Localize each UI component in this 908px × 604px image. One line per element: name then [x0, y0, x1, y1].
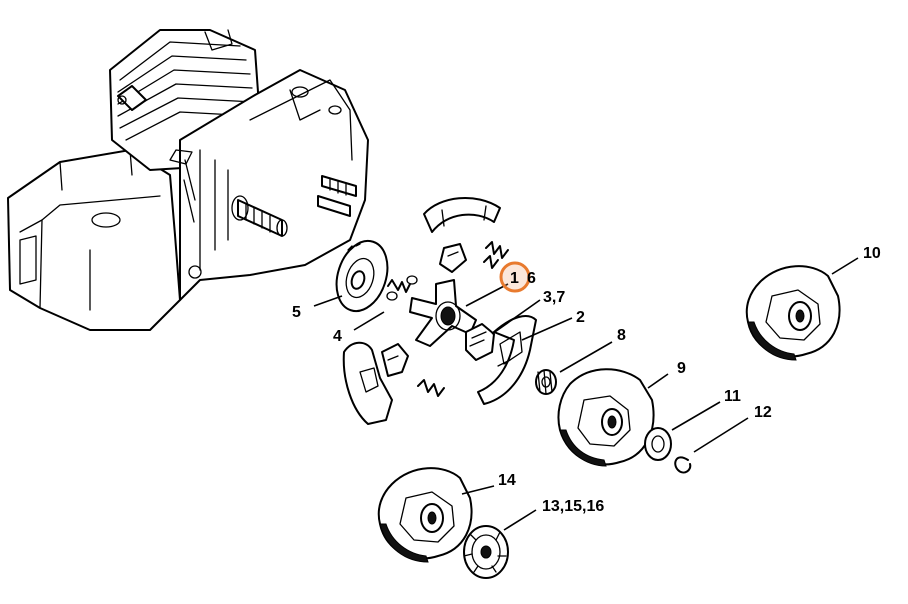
callout-14[interactable]: 14 — [498, 472, 516, 489]
callout-8[interactable]: 8 — [617, 327, 626, 344]
clutch-hub-spider[interactable] — [409, 279, 477, 347]
callout-12[interactable]: 12 — [754, 404, 772, 421]
callout-9-label: 9 — [677, 360, 686, 377]
clutch-shoe-upper[interactable] — [423, 197, 501, 273]
part-3-7-carrier[interactable] — [465, 323, 495, 361]
callout-4[interactable]: 4 — [333, 328, 342, 345]
part-9-clutch-drum[interactable] — [557, 368, 655, 467]
callout-1-label: 1 — [510, 270, 519, 287]
callout-5-label: 5 — [292, 304, 301, 321]
callout-14-label: 14 — [498, 472, 516, 489]
part-10-rim-sprocket-drum[interactable] — [745, 265, 841, 361]
callout-10[interactable]: 10 — [863, 245, 881, 262]
part-12-e-clip[interactable] — [674, 456, 692, 474]
callout-4-label: 4 — [333, 328, 342, 345]
callout-3-7-label: 3,7 — [543, 289, 565, 306]
part-5-disc-washer[interactable] — [328, 234, 396, 317]
part-11-washer[interactable] — [644, 427, 672, 461]
callout-3-7[interactable]: 3,7 — [543, 289, 565, 306]
clutch-shoe-lower[interactable] — [342, 341, 445, 425]
callout-5[interactable]: 5 — [292, 304, 301, 321]
part-14-spur-sprocket-drum[interactable] — [377, 467, 473, 563]
callout-10-label: 10 — [863, 245, 881, 262]
part-2-clutch-shoe[interactable] — [477, 315, 537, 405]
callout-12-label: 12 — [754, 404, 772, 421]
callout-11[interactable]: 11 — [724, 388, 741, 405]
callout-2-label: 2 — [576, 309, 585, 326]
engine-crankcase — [7, 29, 369, 331]
part-13-15-16-rim-sprocket[interactable] — [463, 525, 509, 579]
callout-2[interactable]: 2 — [576, 309, 585, 326]
callout-13-15-16-label: 13,15,16 — [542, 498, 604, 515]
callout-1[interactable]: 1 — [499, 261, 531, 293]
callout-13-15-16[interactable]: 13,15,16 — [542, 498, 604, 515]
leader-lines — [313, 257, 859, 531]
callout-8-label: 8 — [617, 327, 626, 344]
part-8-needle-bearing[interactable] — [535, 369, 557, 395]
part-6-spring[interactable] — [483, 241, 509, 269]
callout-6[interactable]: 6 — [527, 270, 536, 287]
callout-1-highlight-ring — [499, 261, 531, 293]
callout-6-label: 6 — [527, 270, 536, 287]
part-4-spring[interactable] — [386, 275, 418, 301]
callout-11-label: 11 — [724, 388, 741, 405]
callout-9[interactable]: 9 — [677, 360, 686, 377]
